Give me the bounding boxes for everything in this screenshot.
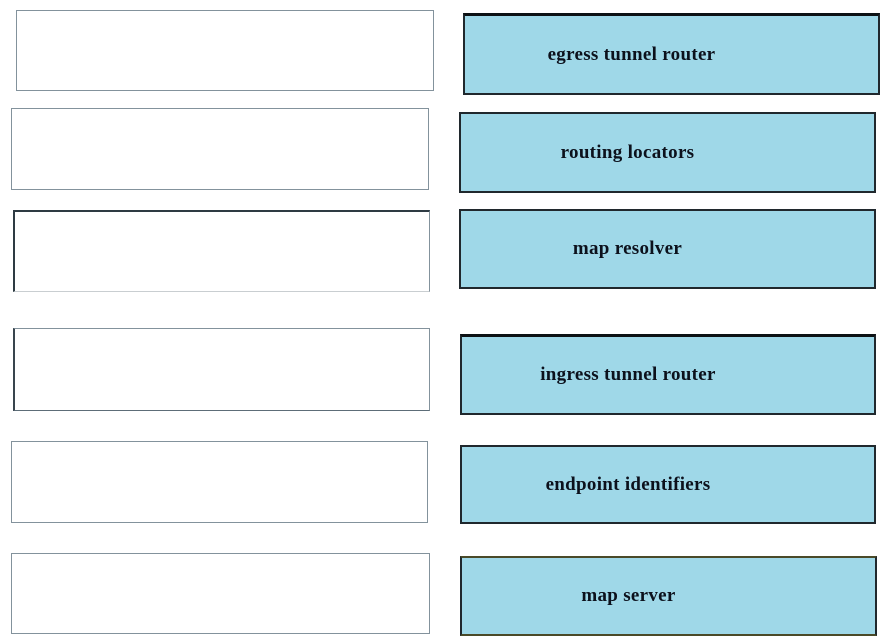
drop-target-2[interactable]	[11, 108, 429, 190]
drag-item-routing-locators[interactable]: routing locators	[459, 112, 876, 193]
drag-item-label: endpoint identifiers	[545, 473, 711, 495]
drop-target-5[interactable]	[11, 441, 428, 523]
drag-item-ingress-tunnel-router[interactable]: ingress tunnel router	[460, 334, 876, 415]
drag-item-label: egress tunnel router	[547, 43, 716, 65]
drag-item-endpoint-identifiers[interactable]: endpoint identifiers	[460, 445, 876, 524]
drag-item-map-resolver[interactable]: map resolver	[459, 209, 876, 289]
drag-item-map-server[interactable]: map server	[460, 556, 877, 636]
drag-item-label: routing locators	[560, 141, 695, 163]
drag-item-label: ingress tunnel router	[540, 364, 716, 385]
drop-target-6[interactable]	[11, 553, 430, 634]
drop-target-4[interactable]	[13, 328, 430, 411]
drag-item-label: map resolver	[572, 238, 683, 259]
drop-target-3[interactable]	[13, 210, 430, 292]
drag-item-label: map server	[581, 585, 676, 606]
drag-item-egress-tunnel-router[interactable]: egress tunnel router	[463, 13, 880, 95]
drop-target-1[interactable]	[16, 10, 434, 91]
